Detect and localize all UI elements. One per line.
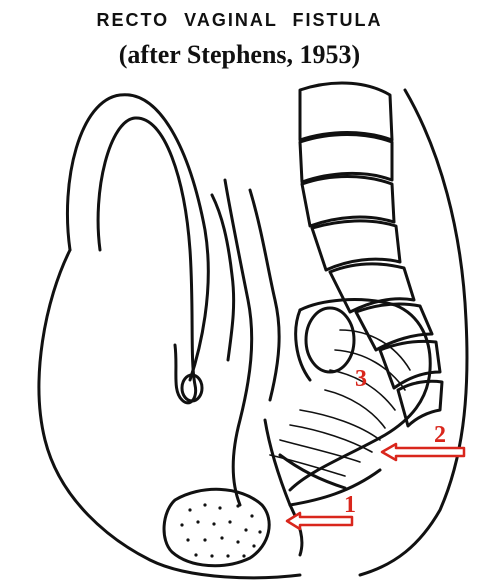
perineal-body [164, 489, 269, 565]
back-contour [360, 90, 467, 575]
sacrum-vertebrae [300, 83, 442, 426]
marker-1-arrow-icon [287, 513, 352, 529]
marker-3-label: 3 [355, 366, 367, 392]
marker-1-label: 1 [344, 492, 356, 518]
urethral-loop [182, 375, 202, 401]
marker-3: 3 [355, 366, 367, 392]
perineal-stipple [180, 503, 261, 557]
pubic-outline [39, 250, 300, 578]
marker-2-arrow-icon [382, 444, 464, 460]
abdominal-wall [67, 95, 208, 380]
marker-2-label: 2 [434, 422, 446, 448]
bladder-outline [98, 118, 196, 403]
